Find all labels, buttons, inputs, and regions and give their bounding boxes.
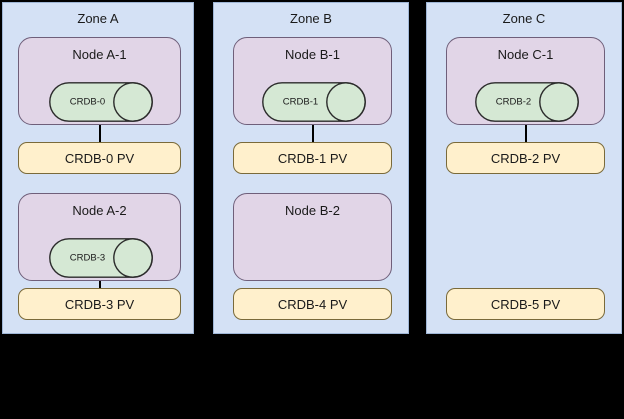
node-b-2: Node B-2 — [233, 193, 392, 281]
pod-crdb-3: CRDB-3 — [49, 238, 153, 278]
node-a-2-title: Node A-2 — [72, 203, 127, 218]
pv-crdb-2: CRDB-2 PV — [446, 142, 605, 174]
pv-crdb-3-label: CRDB-3 PV — [64, 296, 135, 312]
zone-a-title: Zone A — [77, 11, 119, 26]
node-a-2: Node A-2 CRDB-3 — [18, 193, 181, 281]
pod-crdb-2: CRDB-2 — [475, 82, 579, 122]
zone-c-title: Zone C — [502, 11, 546, 26]
connector-crdb-0 — [99, 125, 101, 142]
connector-crdb-2 — [525, 125, 527, 142]
node-b-2-title: Node B-2 — [285, 203, 340, 218]
node-a-1-title: Node A-1 — [72, 47, 127, 62]
pod-crdb-0: CRDB-0 — [49, 82, 153, 122]
pv-crdb-0: CRDB-0 PV — [18, 142, 181, 174]
pv-crdb-3: CRDB-3 PV — [18, 288, 181, 320]
node-b-1-title: Node B-1 — [285, 47, 340, 62]
pv-crdb-5-label: CRDB-5 PV — [490, 296, 561, 312]
pv-crdb-2-label: CRDB-2 PV — [490, 150, 561, 166]
pv-crdb-1: CRDB-1 PV — [233, 142, 392, 174]
connector-crdb-1 — [312, 125, 314, 142]
pv-crdb-4-label: CRDB-4 PV — [277, 296, 348, 312]
zone-b-title: Zone B — [290, 11, 332, 26]
pv-crdb-5: CRDB-5 PV — [446, 288, 605, 320]
pv-crdb-1-label: CRDB-1 PV — [277, 150, 348, 166]
pv-crdb-0-label: CRDB-0 PV — [64, 150, 135, 166]
zone-b: Zone B Node B-1 CRDB-1 CRDB-1 PV Node B-… — [213, 2, 409, 334]
zone-a: Zone A Node A-1 CRDB-0 CRDB-0 PV Node A-… — [2, 2, 194, 334]
pod-crdb-1: CRDB-1 — [262, 82, 366, 122]
node-a-1: Node A-1 CRDB-0 — [18, 37, 181, 125]
node-c-1: Node C-1 CRDB-2 — [446, 37, 605, 125]
pv-crdb-4: CRDB-4 PV — [233, 288, 392, 320]
node-c-1-title: Node C-1 — [497, 47, 554, 62]
zone-c: Zone C Node C-1 CRDB-2 CRDB-2 PV CRDB-5 … — [426, 2, 622, 334]
node-b-1: Node B-1 CRDB-1 — [233, 37, 392, 125]
